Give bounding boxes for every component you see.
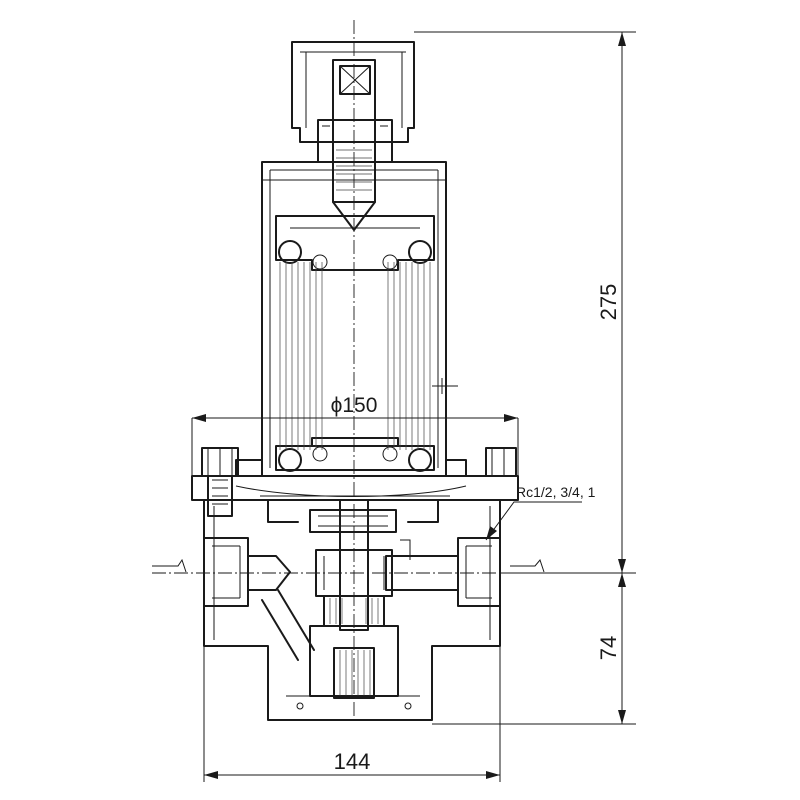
valve-body bbox=[203, 499, 501, 721]
dimension-width bbox=[203, 646, 501, 782]
dimension-height-total bbox=[414, 31, 636, 574]
width-label: 144 bbox=[334, 749, 371, 774]
connection-label: Rc1/2, 3/4, 1 bbox=[516, 484, 596, 500]
diaphragm-flange bbox=[191, 447, 519, 517]
height-lower-label: 74 bbox=[596, 636, 621, 660]
dimension-height-lower bbox=[432, 573, 636, 725]
diameter-label: ϕ150 bbox=[331, 394, 378, 417]
adjusting-cap bbox=[291, 41, 415, 231]
spring-housing bbox=[261, 161, 458, 477]
dimension-diameter bbox=[191, 414, 519, 476]
connection-leader bbox=[485, 501, 582, 541]
center-lines bbox=[152, 20, 560, 722]
height-total-label: 275 bbox=[596, 284, 621, 321]
